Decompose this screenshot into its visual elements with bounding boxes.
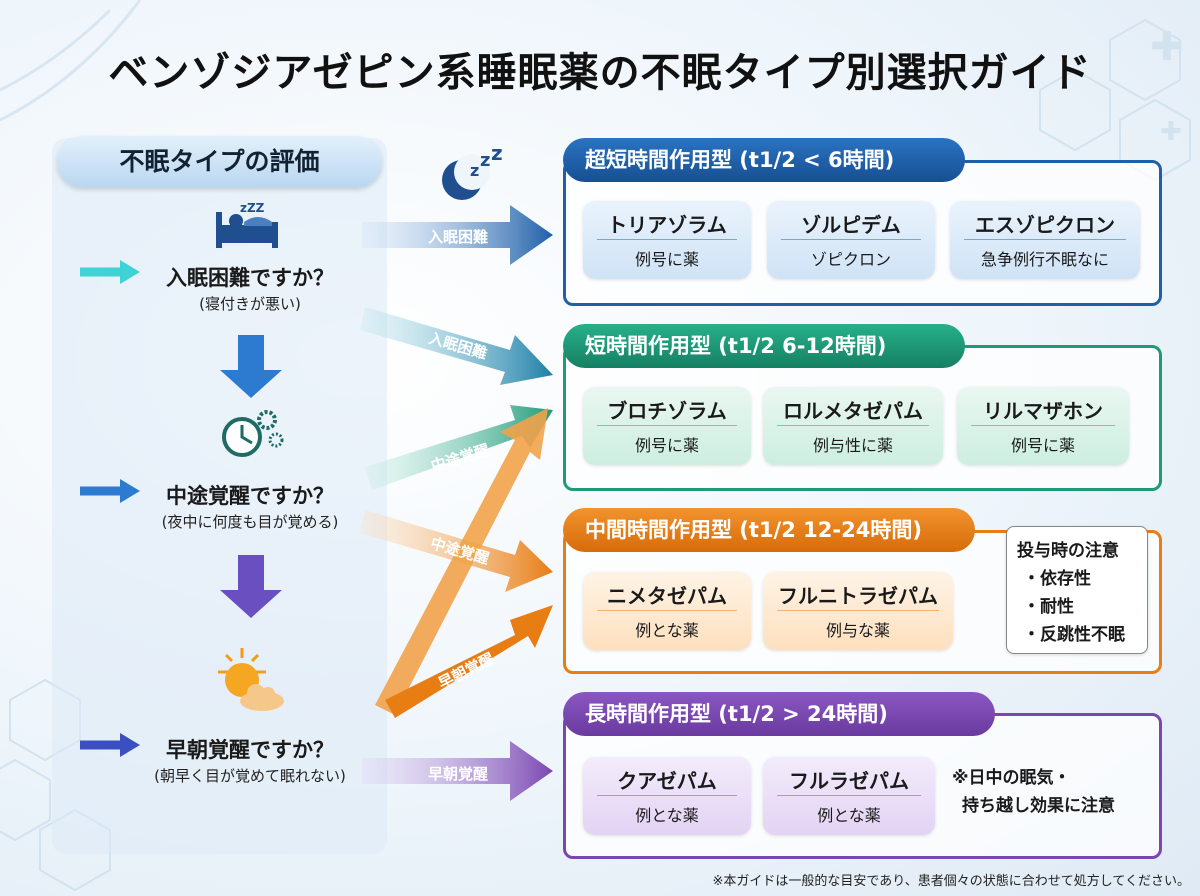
drug-card-flunitrazepam: フルニトラゼパム 例与な薬	[763, 572, 953, 650]
assessment-panel	[52, 138, 387, 854]
drug-desc: 例与な薬	[825, 621, 890, 640]
drug-desc: 例とな薬	[635, 621, 699, 640]
drug-card-brotizolam: ブロチゾラム 例号に薬	[583, 387, 751, 465]
svg-text:✚: ✚	[1150, 24, 1184, 70]
drug-card-flurazepam: フルラゼパム 例とな薬	[763, 757, 935, 835]
question-onset: 入眠困難ですか？	[166, 266, 334, 290]
drug-name: ニメタゼパム	[607, 584, 727, 608]
question-onset-sub: (寝付きが悪い)	[199, 295, 301, 313]
drug-name: フルラゼパム	[789, 769, 909, 793]
drug-desc: 例号に薬	[634, 250, 699, 269]
group-intermediate-header: 中間時間作用型 (t1/2 12-24時間)	[563, 508, 975, 552]
caution-item: ・反跳性不眠	[1023, 625, 1125, 645]
clock-gear-icon	[222, 410, 284, 457]
question-mid-sub: (夜中に何度も目が覚める)	[161, 513, 339, 531]
moon-zzz-icon: z z z	[442, 141, 503, 200]
drug-name: エスゾピクロン	[975, 213, 1115, 237]
drug-desc: 例号に薬	[634, 436, 699, 455]
svg-text:✚: ✚	[1160, 117, 1182, 147]
drug-name: ゾルピデム	[801, 213, 901, 237]
drug-card-eszopiclone: エスゾピクロン 急争例行不眠なに	[950, 201, 1140, 279]
arrow-label-onset-ultra: 入眠困難	[428, 228, 489, 246]
caution-title: 投与時の注意	[1017, 541, 1119, 561]
drug-desc: 急争例行不眠なに	[980, 250, 1109, 269]
long-note-line: ※日中の眠気・	[952, 768, 1071, 788]
drug-desc: 例号に薬	[1010, 436, 1075, 455]
svg-text:z: z	[480, 150, 490, 171]
drug-name: フルニトラゼパム	[778, 584, 938, 608]
drug-name: クアゼパム	[617, 769, 717, 793]
drug-desc: 例とな薬	[817, 806, 881, 825]
sleeping-person-icon: zZZ	[216, 201, 278, 248]
long-note-line: 持ち越し効果に注意	[962, 796, 1115, 816]
drug-card-nimetazepam: ニメタゼパム 例とな薬	[583, 572, 751, 650]
question-early: 早朝覚醒ですか？	[166, 738, 334, 762]
drug-desc: 例とな薬	[635, 806, 699, 825]
drug-card-rilmazafone: リルマザホン 例号に薬	[957, 387, 1129, 465]
group-ultra-short-header: 超短時間作用型 (t1/2 < 6時間)	[563, 138, 965, 182]
drug-card-quazepam: クアゼパム 例とな薬	[583, 757, 751, 835]
assessment-header: 不眠タイプの評価	[57, 136, 382, 188]
caution-box: 投与時の注意 ・依存性 ・耐性 ・反跳性不眠	[1006, 526, 1148, 654]
sunrise-icon	[218, 648, 284, 711]
drug-card-zolpidem: ゾルピデム ゾピクロン	[767, 201, 935, 279]
drug-name: ロルメタゼパム	[783, 399, 923, 423]
drug-name: ブロチゾラム	[607, 399, 727, 423]
group-long-header: 長時間作用型 (t1/2 > 24時間)	[563, 692, 995, 736]
drug-desc: 例与性に薬	[812, 436, 893, 455]
arrow-label-early-long: 早朝覚醒	[428, 765, 489, 783]
drug-name: トリアゾラム	[607, 213, 727, 237]
drug-desc: ゾピクロン	[810, 250, 891, 269]
page-title: ベンゾジアゼピン系睡眠薬の不眠タイプ別選択ガイド	[108, 50, 1092, 96]
drug-name: リルマザホン	[983, 399, 1103, 423]
svg-text:z: z	[470, 161, 479, 180]
svg-text:zZZ: zZZ	[240, 201, 265, 215]
question-early-sub: (朝早く目が覚めて眠れない)	[154, 767, 346, 785]
svg-text:z: z	[491, 141, 503, 165]
drug-card-triazolam: トリアゾラム 例号に薬	[583, 201, 751, 279]
drug-card-lormetazepam: ロルメタゼパム 例与性に薬	[763, 387, 943, 465]
long-acting-note: ※日中の眠気・ 持ち越し効果に注意	[952, 764, 1152, 820]
caution-item: ・依存性	[1023, 569, 1091, 589]
question-mid: 中途覚醒ですか？	[166, 484, 334, 508]
footnote: ※本ガイドは一般的な目安であり、患者個々の状態に合わせて処方してください。	[712, 874, 1190, 889]
caution-item: ・耐性	[1023, 597, 1074, 617]
group-short-header: 短時間作用型 (t1/2 6-12時間)	[563, 324, 965, 368]
